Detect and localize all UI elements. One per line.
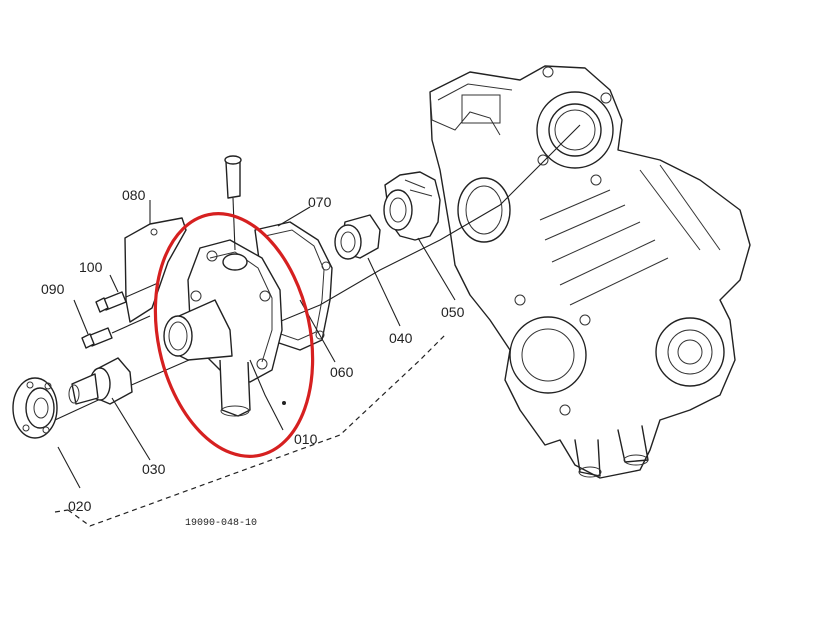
highlight-circle <box>153 212 315 458</box>
leader-lines <box>57 200 456 489</box>
part-label-040: 040 <box>389 330 413 346</box>
drawing-number: 19090-048-10 <box>185 518 257 529</box>
part-100-bolt <box>95 282 159 313</box>
part-040-seal <box>334 214 381 260</box>
part-label-100: 100 <box>79 259 103 275</box>
part-010-pump-body <box>163 239 286 417</box>
part-label-050: 050 <box>441 304 465 320</box>
assembly-centerline <box>54 124 581 421</box>
pipe-fitting <box>224 155 242 251</box>
part-070-gasket <box>254 221 333 351</box>
part-050-impeller <box>383 171 441 241</box>
part-label-060: 060 <box>330 364 354 380</box>
part-label-080: 080 <box>122 187 146 203</box>
part-label-020: 020 <box>68 498 92 514</box>
assembly-boundary-tail <box>54 509 69 513</box>
part-label-070: 070 <box>308 194 332 210</box>
part-020-flange <box>12 377 58 439</box>
part-030-bearing <box>68 357 133 405</box>
part-label-010: 010 <box>294 431 318 447</box>
part-label-030: 030 <box>142 461 166 477</box>
part-090-bolt <box>81 315 151 349</box>
gear-case-housing <box>429 65 751 479</box>
assembly-boundary <box>67 334 446 527</box>
part-label-090: 090 <box>41 281 65 297</box>
